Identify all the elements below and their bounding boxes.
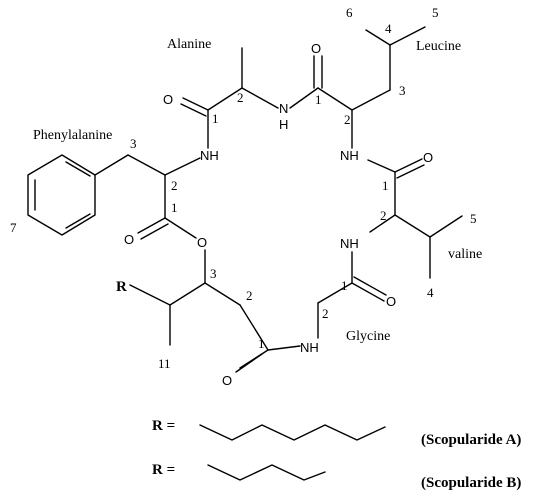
r-group-label: R [116,279,127,295]
alanine-leucine-amide-h: H [279,117,288,132]
valine-c1-number: 1 [382,178,389,193]
acid-c3-number: 3 [210,266,217,281]
leucine-c2-number: 2 [344,112,351,127]
phe-c2-number: 2 [171,178,178,193]
valine-label: valine [448,247,482,262]
valine-carbonyl-oxygen: O [423,150,433,165]
alanine-c1-number: 1 [212,111,219,126]
glycine-acid-amide-nh: NH [300,340,319,355]
leucine-c6-number: 6 [346,5,353,20]
leucine-c3-number: 3 [399,83,406,98]
acid-c11-number: 11 [158,356,171,371]
legend-r-equals-b: R = [152,462,175,478]
leucine-valine-amide-nh: NH [340,148,359,163]
phe-c3-number: 3 [130,136,137,151]
leucine-c5-number: 5 [432,5,439,20]
leucine-c4-number: 4 [385,21,392,36]
scopularide-a-label: (Scopularide A) [421,432,521,448]
valine-c5-number: 5 [470,211,477,226]
leucine-c1-number: 1 [315,92,322,107]
alanine-c2-number: 2 [237,90,244,105]
leucine-label: Leucine [416,39,461,54]
acid-carbonyl-oxygen: O [222,373,232,388]
legend-r-equals-a: R = [152,418,175,434]
alanine-label: Alanine [167,37,211,52]
phe-c7-number: 7 [10,220,17,235]
scopularide-b-label: (Scopularide B) [421,475,521,491]
ester-oxygen: O [197,235,207,250]
glycine-carbonyl-oxygen: O [386,294,396,309]
glycine-c1-number: 1 [341,278,348,293]
glycine-label: Glycine [346,329,390,344]
glycine-c2-number: 2 [322,306,329,321]
alanine-leucine-amide-n: N [279,101,288,116]
valine-c2-number: 2 [380,208,387,223]
alanine-carbonyl-oxygen: O [163,92,173,107]
bond-lines [27,26,463,481]
leucine-carbonyl-oxygen: O [311,41,321,56]
phenylalanine-label: Phenylalanine [33,128,112,143]
phe-c1-number: 1 [171,200,178,215]
phe-carbonyl-oxygen: O [124,232,134,247]
valine-c4-number: 4 [427,285,434,300]
acid-c1-number: 1 [258,336,265,351]
phe-alanine-amide-nh: NH [200,148,219,163]
valine-glycine-amide-nh: NH [340,236,359,251]
acid-c2-number: 2 [246,288,253,303]
